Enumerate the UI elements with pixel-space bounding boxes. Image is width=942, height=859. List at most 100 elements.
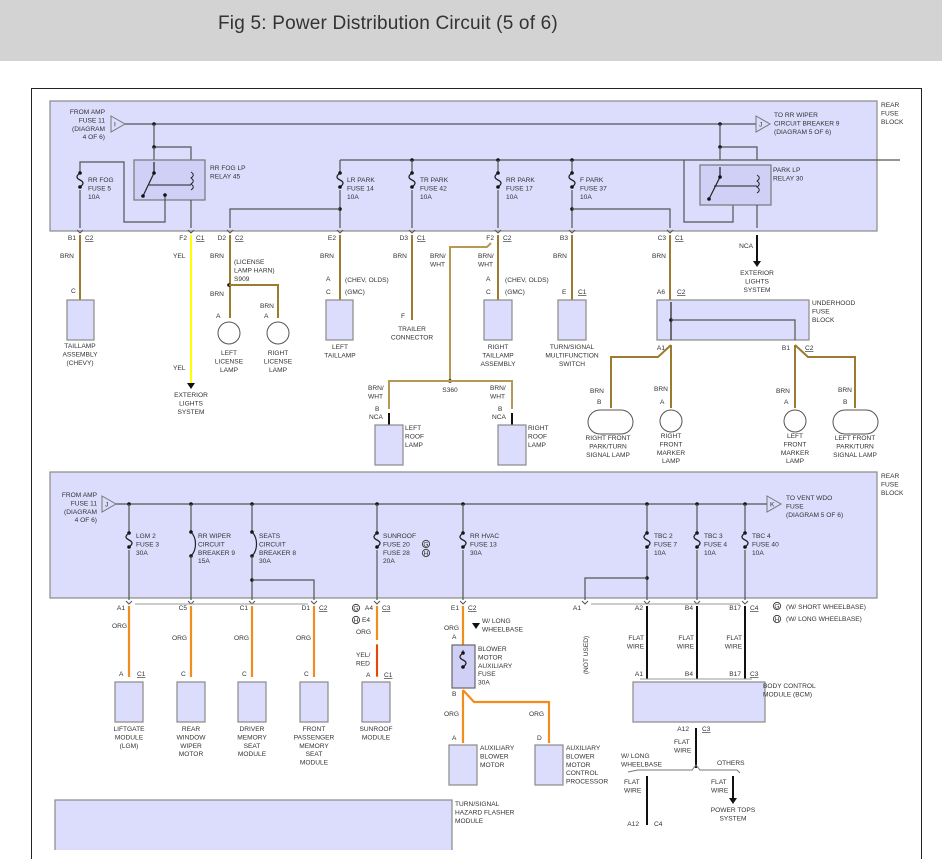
rr-fog-fuse-label-line: RR FOG <box>88 177 114 184</box>
connector-c3: C3 <box>750 671 759 678</box>
tr-park-fuse-dot <box>410 185 414 189</box>
left-license-lamp-label-line: LEFT <box>221 350 237 357</box>
flasher-label-line: TURN/SIGNAL <box>455 801 500 808</box>
right-roof-lamp-label-line: RIGHT <box>528 425 549 432</box>
aux-blower-motor <box>448 744 478 786</box>
aux-blower-proc-label-line: MOTOR <box>566 762 591 769</box>
rr-hvac-fuse-label-line: RR HVAC <box>470 533 499 540</box>
pin-a: A <box>366 672 371 679</box>
power-tops-label-line: SYSTEM <box>719 815 746 822</box>
nca-label: NCA <box>492 414 507 421</box>
pin-d2: D2 <box>218 235 227 242</box>
sunroof-fuse-dot <box>375 545 379 549</box>
pin-connector-icon <box>310 600 318 605</box>
pass-seat-label-line: MODULE <box>300 760 329 767</box>
lf-park-turn-lamp-icon <box>832 409 879 435</box>
wire-color-brn: BRN <box>210 253 224 260</box>
left-roof-lamp-label-line: LEFT <box>405 425 421 432</box>
pin-a1: A1 <box>117 605 125 612</box>
rf-park-turn-label-line: SIGNAL LAMP <box>586 452 630 459</box>
driver-seat-label-line: SEAT <box>244 743 261 750</box>
rr-park-fuse-label-line: FUSE 17 <box>506 185 533 192</box>
pin-c: C <box>326 289 331 296</box>
from-amp-fuse-11-label-line: 4 OF 6) <box>83 134 105 141</box>
right-license-lamp-label-line: RIGHT <box>268 350 289 357</box>
wire-color-brn-wht-line: BRN/ <box>368 385 384 392</box>
flat-wire-label-line: WIRE <box>725 643 743 650</box>
taillamp-assembly-label-line: ASSEMBLY <box>62 351 98 358</box>
left-license-lamp-icon <box>217 321 241 345</box>
sunroof-module-label-line: SUNROOF <box>360 726 393 733</box>
w-long-wheelbase-label-line: W/ LONG <box>482 618 511 625</box>
pin-d1: D1 <box>302 605 311 612</box>
sunroof-fuse-label-line: 20A <box>383 558 395 565</box>
flat-wire-label-line: WIRE <box>627 643 645 650</box>
wire-color-org: ORG <box>296 635 311 642</box>
pin-connector-icon <box>336 229 344 234</box>
offpage-in-i-icon <box>110 115 127 133</box>
pin-a: A <box>452 735 457 742</box>
tbc-fuse-label-1-line: TBC 3 <box>704 533 723 540</box>
driver-seat-label-line: DRIVER <box>240 726 265 733</box>
pin-f2: F2 <box>486 235 494 242</box>
pin-a: A <box>660 399 665 406</box>
sunroof-fuse-symbol-icon <box>373 532 381 548</box>
lgm2-fuse-label-line: 30A <box>136 550 148 557</box>
flat-wire-label-line: FLAT <box>624 779 640 786</box>
wire <box>584 577 647 600</box>
wire-color-org: ORG <box>444 625 459 632</box>
flat-wire-label-line: WIRE <box>624 787 642 794</box>
variant-gmc: (GMC) <box>505 289 525 296</box>
seats-cb-label-line: BREAKER 8 <box>259 550 296 557</box>
connector-c1: C1 <box>675 235 684 242</box>
turn-signal-switch-label-line: TURN/SIGNAL <box>550 344 595 351</box>
tbc-fuse-1-dot <box>695 545 699 549</box>
nca-label: NCA <box>369 414 384 421</box>
not-used-label: (NOT USED) <box>583 636 590 674</box>
page-title: Fig 5: Power Distribution Circuit (5 of … <box>218 13 558 34</box>
lr-park-fuse-label-line: LR PARK <box>347 177 375 184</box>
arrow-down-icon <box>753 261 761 267</box>
right-taillamp-assembly-label-line: TAILLAMP <box>482 352 514 359</box>
rr-park-fuse-label-line: RR PARK <box>506 177 535 184</box>
wire-color-brn-wht-line: WHT <box>368 393 383 400</box>
exterior-lights-label-line: EXTERIOR <box>174 392 208 399</box>
wire-color-brn-wht-line: BRN/ <box>478 253 494 260</box>
bcm-label-line: MODULE (BCM) <box>763 691 812 698</box>
aux-blower-proc-label-line: BLOWER <box>566 753 595 760</box>
wire-color-brn: BRN <box>60 253 74 260</box>
connector-c2: C2 <box>503 235 512 242</box>
rear-fuse-block-label-bottom-line: REAR <box>881 473 900 480</box>
h-symbol-icon <box>772 614 782 624</box>
wire-color-org: ORG <box>529 711 544 718</box>
lr-park-fuse-label-line: 10A <box>347 194 359 201</box>
wire <box>252 579 315 600</box>
right-taillamp-assembly-label-line: RIGHT <box>488 344 509 351</box>
pin-b: B <box>843 399 848 406</box>
rear-wiper-motor-label-line: WIPER <box>180 743 202 750</box>
connector-c1: C1 <box>137 671 146 678</box>
relay-coil-icon <box>190 171 194 191</box>
flat-wire-label-line: FLAT <box>628 635 644 642</box>
seats-cb-label-line: 30A <box>259 558 271 565</box>
lr-park-fuse-dot <box>338 185 342 189</box>
pin-a1: A1 <box>657 345 665 352</box>
h-symbol-icon <box>421 548 431 558</box>
wire-color-yel-red: YEL/RED <box>356 652 370 667</box>
connector-c2: C2 <box>319 605 328 612</box>
wire-color-yel-red-line: YEL/ <box>356 652 370 659</box>
